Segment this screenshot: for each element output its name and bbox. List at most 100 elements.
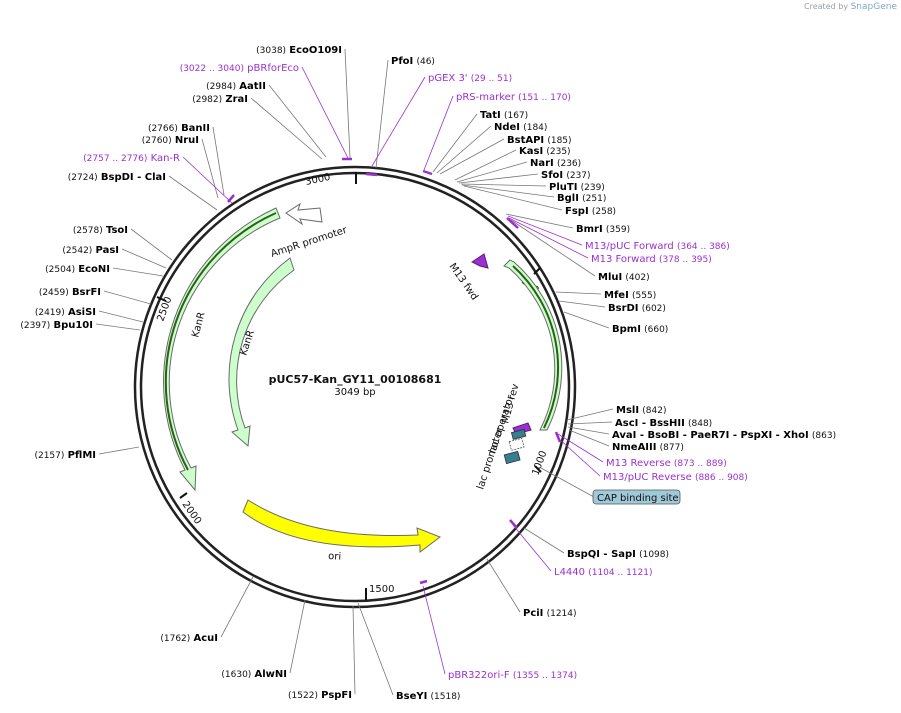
enzyme-label-right-11[interactable]: FspI (258): [565, 206, 616, 217]
leader-line-right-6: [454, 149, 517, 181]
m13-fwd-primer: [471, 253, 489, 269]
m13-fwd-label: M13 fwd: [447, 261, 480, 302]
primer-marks: [227, 157, 562, 585]
enzyme-label-left-16[interactable]: (1630) AlwNI: [221, 669, 287, 680]
leader-line-left-1: [301, 66, 350, 161]
enzyme-label-left-8[interactable]: (2578) TsoI: [73, 225, 128, 236]
enzyme-label-right-7[interactable]: NarI (236): [530, 158, 581, 169]
leader-line-left-0: [344, 48, 351, 159]
enzyme-label-right-6[interactable]: KasI (235): [519, 146, 571, 157]
leader-line-right-28: [422, 585, 446, 675]
enzyme-label-left-15[interactable]: (1762) AcuI: [160, 633, 218, 644]
leader-line-right-25: [523, 527, 565, 554]
enzyme-label-left-9[interactable]: (2542) PasI: [62, 245, 119, 256]
leader-line-left-5: [201, 138, 219, 199]
enzyme-label-left-13[interactable]: (2397) Bpu10I: [20, 320, 93, 331]
enzyme-label-left-10[interactable]: (2504) EcoNI: [45, 264, 110, 275]
primer-label-left-6[interactable]: (2757 .. 2776) Kan-R: [83, 153, 180, 164]
enzyme-label-left-4[interactable]: (2766) BanII: [148, 123, 210, 134]
primer-label-right-2[interactable]: pRS-marker (151 .. 170): [456, 92, 571, 103]
leader-line-left-16: [289, 599, 306, 674]
enzyme-label-left-7[interactable]: (2724) BspDI - ClaI: [68, 172, 166, 183]
snapgene-branding: Created by SnapGene: [804, 2, 897, 12]
enzyme-label-right-25[interactable]: BspQI - SapI (1098): [567, 549, 669, 560]
leader-line-left-4: [212, 126, 225, 196]
ampr-promoter-label: AmpR promoter: [270, 225, 350, 260]
enzyme-label-left-17[interactable]: (1522) PspFI: [288, 690, 352, 701]
enzyme-label-right-10[interactable]: BglI (251): [557, 193, 606, 204]
enzyme-label-left-3[interactable]: (2982) ZraI: [192, 94, 248, 105]
enzyme-label-right-4[interactable]: NdeI (184): [494, 122, 547, 133]
enzyme-label-right-18[interactable]: BpmI (660): [612, 324, 668, 335]
leader-line-right-22: [568, 429, 610, 447]
tick-label-1000: 1000: [530, 449, 549, 477]
enzyme-label-right-0[interactable]: PfoI (46): [391, 56, 435, 67]
enzyme-label-right-16[interactable]: MfeI (555): [604, 290, 656, 301]
leader-line-right-8: [458, 173, 539, 184]
enzyme-label-right-3[interactable]: TatI (167): [480, 110, 528, 121]
enzyme-label-right-20[interactable]: AscI - BssHII (848): [615, 418, 712, 429]
primer-label-right-1[interactable]: pGEX 3' (29 .. 51): [428, 73, 512, 84]
enzyme-label-right-29[interactable]: BseYI (1518): [396, 691, 460, 702]
enzyme-label-left-2[interactable]: (2984) AatII: [206, 81, 266, 92]
leader-line-right-24: [556, 436, 601, 477]
features: [163, 202, 563, 553]
primer-label-right-28[interactable]: pBR322ori-F (1355 .. 1374): [448, 670, 577, 681]
tick-1000: [534, 465, 542, 473]
leader-line-left-7: [168, 175, 218, 211]
kanr-outer-label: KanR: [190, 311, 207, 339]
plasmid-length: 3049 bp: [334, 387, 375, 398]
enzyme-label-right-22[interactable]: NmeAIII (877): [612, 442, 684, 453]
enzyme-label-left-11[interactable]: (2459) BsrFI: [39, 287, 101, 298]
leader-line-right-27: [486, 558, 521, 613]
leader-line-right-3: [432, 113, 478, 173]
leader-line-left-2: [268, 84, 327, 158]
primer-label-right-13[interactable]: M13/pUC Forward (364 .. 386): [585, 241, 730, 252]
leader-line-right-12: [505, 213, 574, 229]
leader-line-right-29: [357, 602, 394, 696]
leader-line-right-16: [555, 291, 602, 295]
enzyme-label-right-27[interactable]: PciI (1214): [523, 608, 577, 619]
tick-label-3000: 3000: [304, 172, 331, 188]
leader-line-right-17: [558, 300, 606, 308]
primer-label-right-14[interactable]: M13 Forward (378 .. 395): [591, 254, 712, 265]
primer-label-right-23[interactable]: M13 Reverse (873 .. 889): [606, 458, 727, 469]
enzyme-label-left-0[interactable]: (3038) EcoO109I: [256, 45, 342, 56]
snapgene-logo: SnapGene: [850, 2, 897, 12]
enzyme-label-right-21[interactable]: AvaI - BsoBI - PaeR7I - PspXI - XhoI (86…: [612, 430, 836, 441]
enzyme-label-right-19[interactable]: MslI (842): [616, 405, 666, 416]
enzyme-label-left-12[interactable]: (2419) AsiSI: [35, 307, 96, 318]
lac-promoter-label: lac promoter: [475, 426, 506, 491]
ori-label: ori: [328, 551, 342, 563]
enzyme-label-right-8[interactable]: SfoI (237): [541, 170, 591, 181]
leader-line-right-7: [456, 161, 528, 183]
tick-500: [533, 267, 541, 275]
enzyme-label-right-9[interactable]: PluTI (239): [549, 182, 605, 193]
primer-label-left-1[interactable]: (3022 .. 3040) pBRforEco: [180, 63, 299, 74]
leader-line-right-1: [371, 76, 426, 167]
enzyme-label-left-14[interactable]: (2157) PflMI: [34, 450, 96, 461]
primer-label-right-24[interactable]: M13/pUC Reverse (886 .. 908): [603, 472, 748, 483]
leader-line-left-15: [220, 576, 254, 638]
leader-line-left-10: [112, 267, 164, 277]
leader-line-left-9: [121, 248, 167, 269]
created-by-text: Created by: [804, 2, 849, 11]
leader-line-right-18: [563, 311, 610, 329]
enzyme-label-right-12[interactable]: BmrI (359): [576, 224, 630, 235]
enzyme-label-right-5[interactable]: BstAPI (185): [507, 135, 572, 146]
tick-label-1500: 1500: [369, 584, 394, 595]
leader-line-right-21: [567, 426, 610, 435]
primer-label-right-26[interactable]: L4440 (1104 .. 1121): [554, 567, 653, 578]
enzyme-label-left-5[interactable]: (2760) NruI: [142, 135, 199, 146]
leader-line-right-23: [557, 433, 604, 463]
tick-2000: [179, 492, 188, 499]
leader-line-left-3: [250, 97, 323, 160]
leader-line-left-8: [130, 228, 173, 261]
lac-promoter-box: [503, 450, 521, 465]
ori-arrow: [242, 499, 442, 553]
leader-line-right-20: [567, 421, 613, 425]
enzyme-label-right-17[interactable]: BsrDI (602): [608, 303, 666, 314]
enzyme-label-right-15[interactable]: MluI (402): [598, 272, 650, 283]
lac-region-arrow: [503, 259, 563, 431]
kanr-arrow-outer: [163, 207, 281, 492]
